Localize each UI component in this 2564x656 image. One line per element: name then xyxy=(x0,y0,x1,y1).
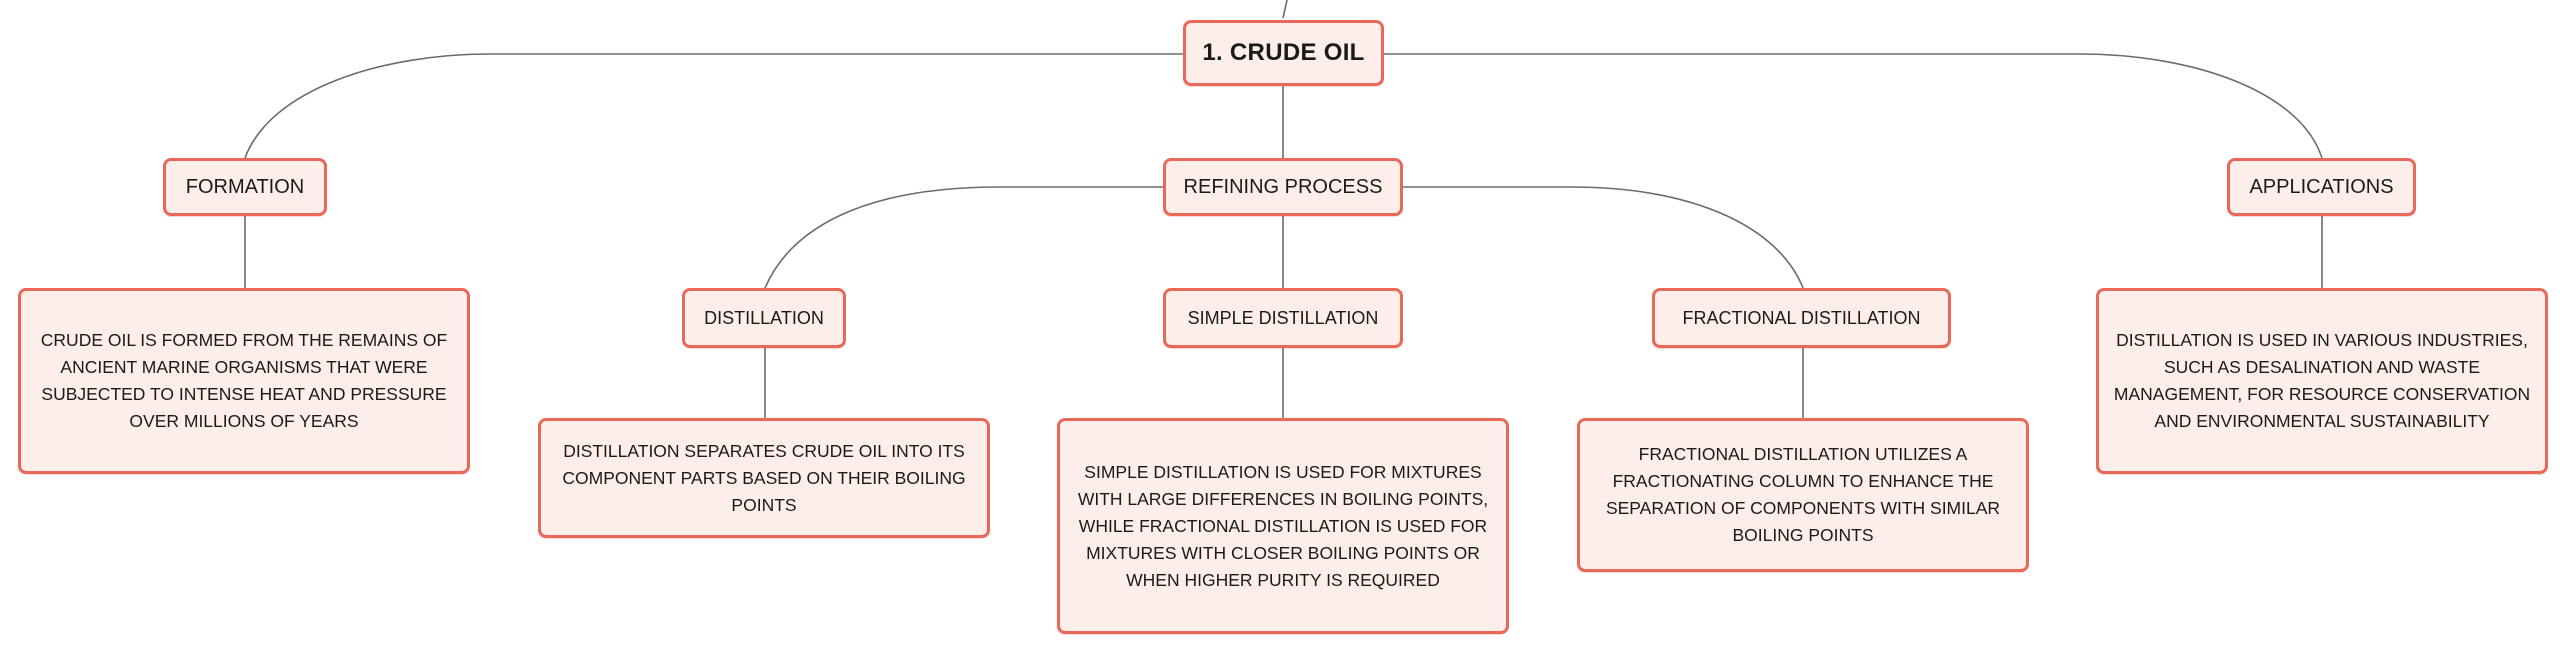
detail-simple-distillation[interactable]: SIMPLE DISTILLATION IS USED FOR MIXTURES… xyxy=(1057,418,1509,634)
subtopic-simple-distillation-label: SIMPLE DISTILLATION xyxy=(1187,307,1379,328)
subtopic-fractional-distillation-label: FRACTIONAL DISTILLATION xyxy=(1682,307,1921,328)
topic-refining-process-label: REFINING PROCESS xyxy=(1183,175,1383,198)
connector-root-applications xyxy=(1383,53,2323,159)
detail-distillation[interactable]: DISTILLATION SEPARATES CRUDE OIL INTO IT… xyxy=(538,418,990,538)
root-node[interactable]: 1. CRUDE OIL xyxy=(1183,20,1384,86)
root-node-label: 1. CRUDE OIL xyxy=(1202,39,1365,66)
topic-formation-label: FORMATION xyxy=(185,175,305,198)
connector-root-formation xyxy=(244,53,1183,159)
connector-refining-distillation xyxy=(764,186,1163,289)
detail-formation-text: CRUDE OIL IS FORMED FROM THE REMAINS OF … xyxy=(40,330,448,431)
connector-refining-fractional xyxy=(1403,186,1804,289)
detail-simple-distillation-text: SIMPLE DISTILLATION IS USED FOR MIXTURES… xyxy=(1077,461,1489,590)
detail-distillation-text: DISTILLATION SEPARATES CRUDE OIL INTO IT… xyxy=(562,440,966,515)
connector-parent-stub xyxy=(1282,0,1288,19)
subtopic-distillation[interactable]: DISTILLATION xyxy=(682,288,846,348)
subtopic-distillation-label: DISTILLATION xyxy=(704,307,824,328)
subtopic-simple-distillation[interactable]: SIMPLE DISTILLATION xyxy=(1163,288,1403,348)
detail-applications[interactable]: DISTILLATION IS USED IN VARIOUS INDUSTRI… xyxy=(2096,288,2548,474)
topic-applications[interactable]: APPLICATIONS xyxy=(2227,158,2416,216)
subtopic-fractional-distillation[interactable]: FRACTIONAL DISTILLATION xyxy=(1652,288,1951,348)
topic-applications-label: APPLICATIONS xyxy=(2249,175,2394,198)
detail-formation[interactable]: CRUDE OIL IS FORMED FROM THE REMAINS OF … xyxy=(18,288,470,474)
topic-formation[interactable]: FORMATION xyxy=(163,158,327,216)
detail-fractional-distillation[interactable]: FRACTIONAL DISTILLATION UTILIZES A FRACT… xyxy=(1577,418,2029,572)
detail-fractional-distillation-text: FRACTIONAL DISTILLATION UTILIZES A FRACT… xyxy=(1605,444,2001,545)
detail-applications-text: DISTILLATION IS USED IN VARIOUS INDUSTRI… xyxy=(2113,330,2531,431)
topic-refining-process[interactable]: REFINING PROCESS xyxy=(1163,158,1403,216)
